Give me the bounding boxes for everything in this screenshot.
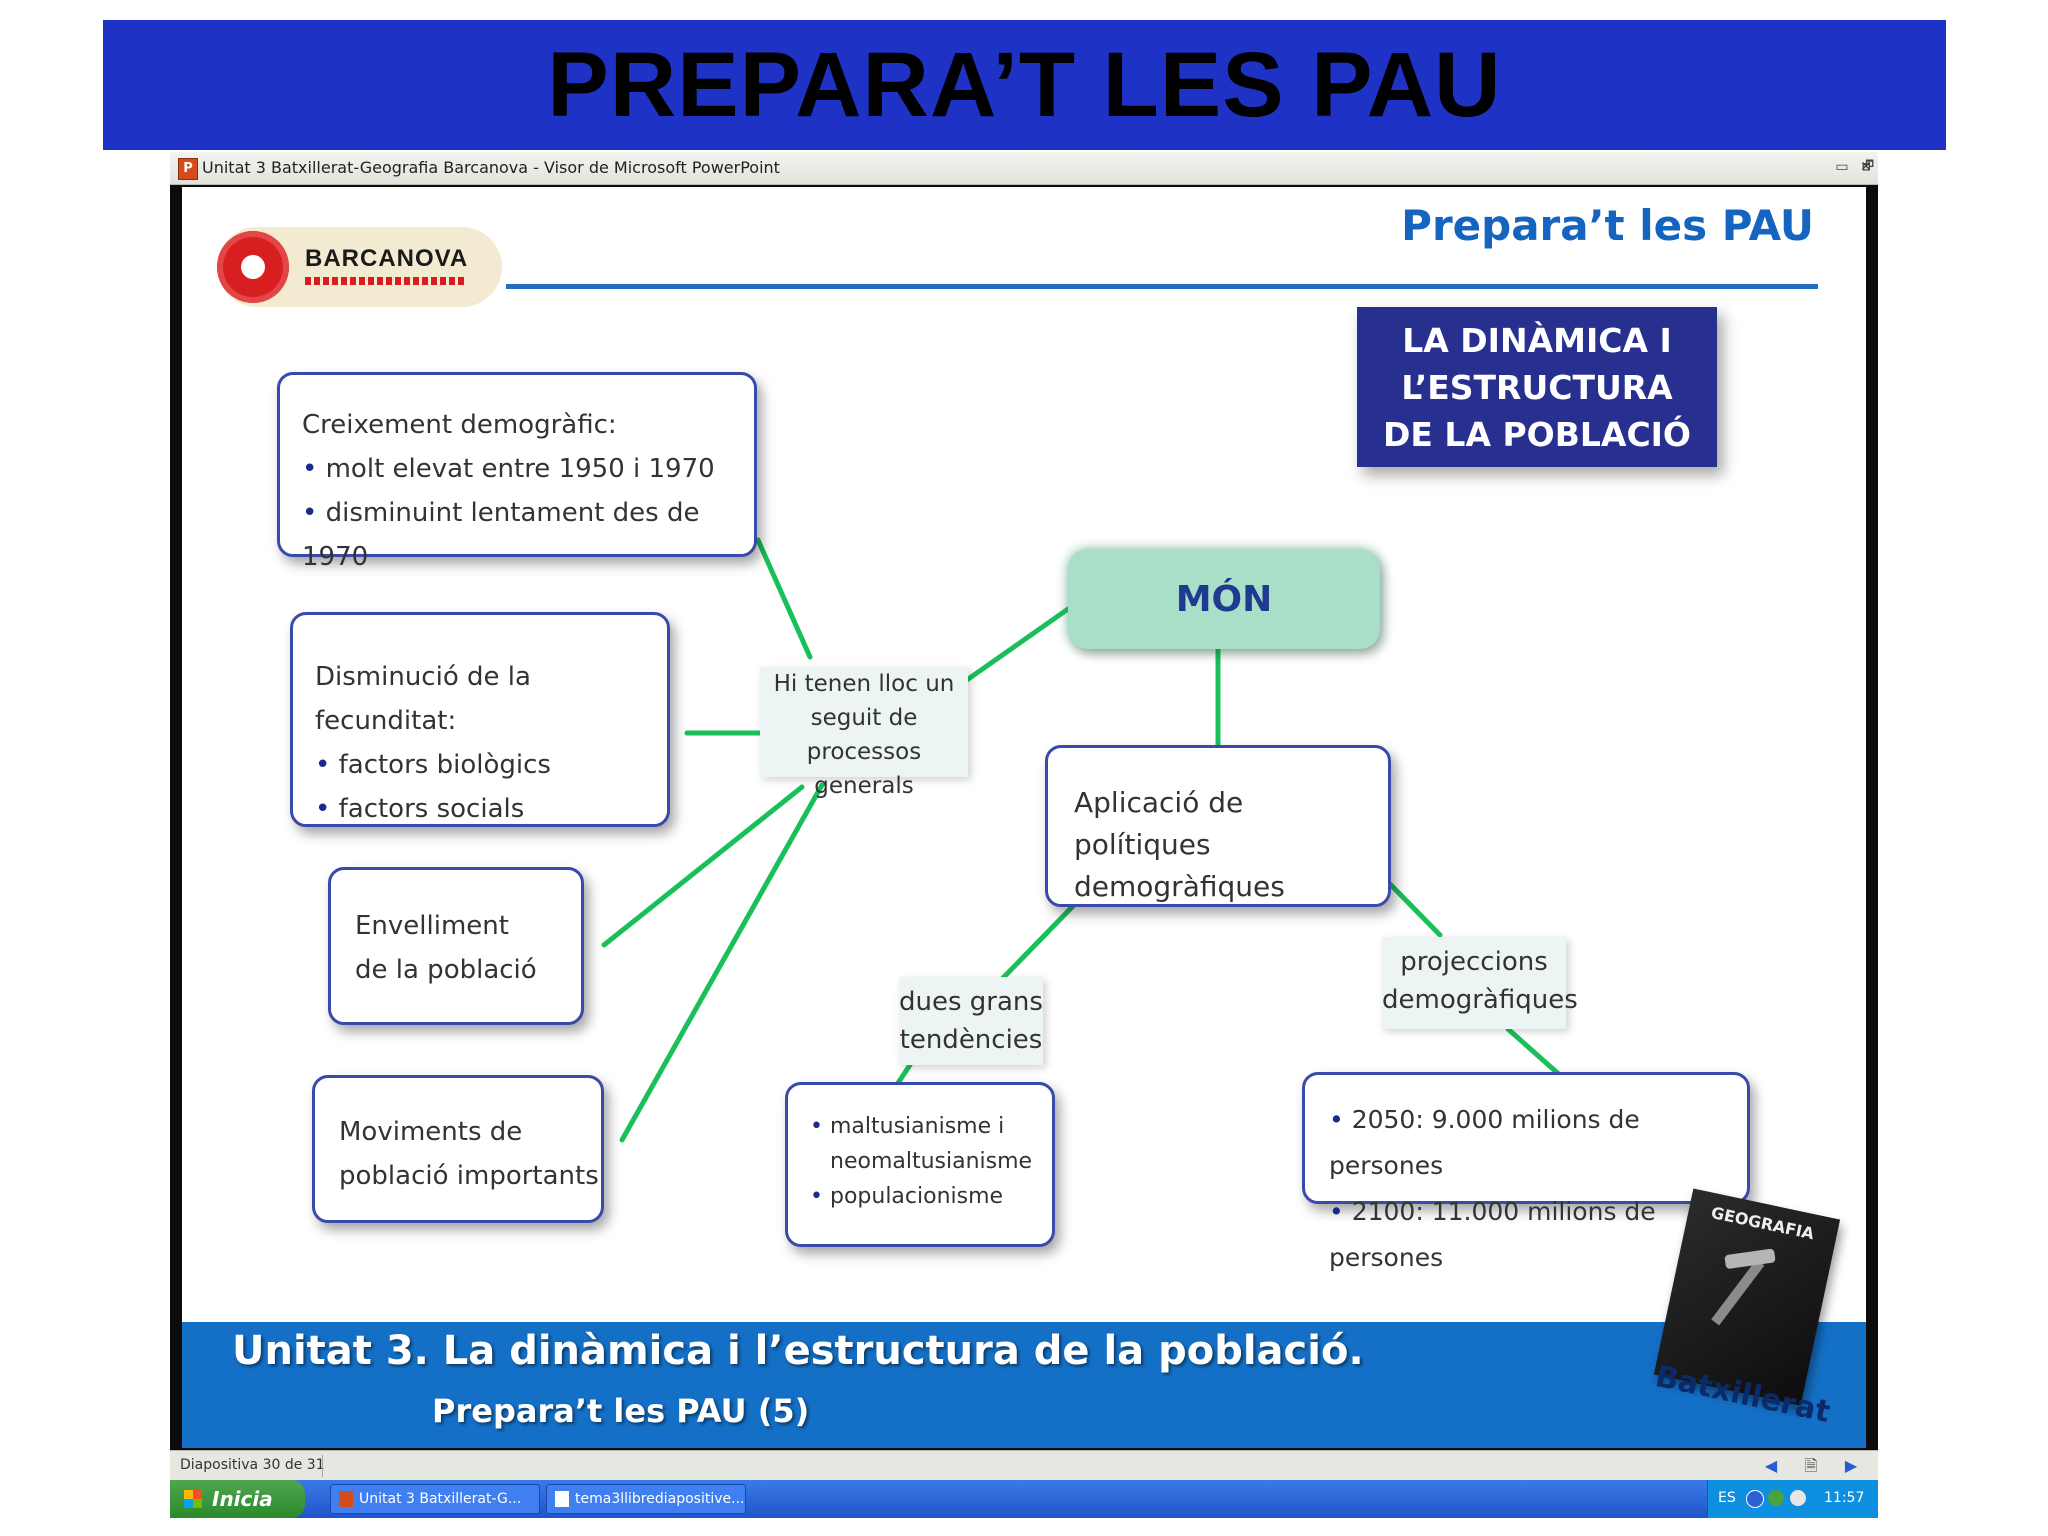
migration-line-2: població importants	[339, 1161, 599, 1191]
back-icon[interactable]	[1746, 1490, 1764, 1508]
topic-box: LA DINÀMICA I L’ESTRUCTURA DE LA POBLACI…	[1357, 307, 1717, 467]
slide-viewer: BARCANOVA Prepara’t les PAU LA DINÀMICA …	[170, 185, 1878, 1450]
taskbar-item-document[interactable]: tema3llibrediapositive...	[546, 1484, 746, 1514]
connector-trends-box	[895, 1062, 913, 1086]
notes-button[interactable]: 🗎	[1804, 1456, 1818, 1475]
powerpoint-task-icon	[339, 1491, 353, 1507]
viewer-statusbar: Diapositiva 30 de 31 ◀ 🗎 ▶	[170, 1450, 1878, 1481]
connector-projections-box	[1505, 1026, 1565, 1080]
projections-line-2: demogràfiques	[1382, 985, 1578, 1015]
migration-box: Moviments de població importants	[312, 1075, 604, 1223]
policies-box: Aplicació de polítiques demogràfiques	[1045, 745, 1391, 907]
growth-title: Creixement demogràfic:	[302, 410, 617, 440]
slide-footer: Unitat 3. La dinàmica i l’estructura de …	[182, 1322, 1866, 1448]
connector-hub-mon	[961, 606, 1071, 685]
security-icon[interactable]	[1790, 1490, 1806, 1506]
projections-label: projeccions demogràfiques	[1382, 937, 1578, 1029]
restore-button[interactable]: 🗗	[1861, 159, 1875, 174]
page-banner: PREPARA’T LES PAU	[103, 20, 1946, 150]
trends-line-1: dues grans	[899, 987, 1043, 1017]
connector-policies-projections	[1387, 881, 1443, 938]
connector-ageing-hub	[601, 784, 805, 948]
migration-line-1: Moviments de	[339, 1117, 523, 1147]
windows-logo-icon	[184, 1490, 202, 1508]
growth-bullet-1: molt elevat entre 1950 i 1970	[302, 447, 754, 491]
start-button[interactable]: Inicia	[170, 1480, 305, 1518]
banner-title: PREPARA’T LES PAU	[547, 33, 1502, 136]
hub-line-2: seguit de processos	[806, 705, 922, 765]
footer-subtitle: Prepara’t les PAU (5)	[432, 1392, 810, 1430]
taskbar-item-label: Unitat 3 Batxillerat-G...	[359, 1491, 522, 1507]
projection-2100: 2100: 11.000 milions de persones	[1329, 1189, 1747, 1281]
start-label: Inicia	[212, 1487, 273, 1511]
connector-growth-hub	[755, 537, 813, 660]
document-task-icon	[555, 1491, 569, 1507]
header-divider	[506, 284, 1818, 289]
logo-publisher: BARCANOVA	[305, 245, 469, 272]
growth-bullet-2: disminuint lentament des de 1970	[302, 491, 754, 579]
minimize-button[interactable]: ▭	[1835, 159, 1849, 175]
cercle-pedagogic-seal-icon	[217, 231, 289, 303]
connector-migration-hub	[619, 782, 825, 1143]
taskbar-item-label: tema3llibrediapositive...	[575, 1491, 745, 1507]
powerpoint-icon: P	[178, 158, 198, 180]
trends-bullet-2: populacionisme	[810, 1179, 1052, 1215]
slide-header: Prepara’t les PAU	[1401, 201, 1814, 250]
trends-box: maltusianisme i neomaltusianisme populac…	[785, 1082, 1055, 1247]
windows-taskbar: Inicia Unitat 3 Batxillerat-G... tema3ll…	[170, 1480, 1878, 1518]
policies-line-1: Aplicació de polítiques	[1074, 786, 1244, 861]
barcanova-logo: BARCANOVA	[217, 227, 502, 307]
hub-line-3: generals	[814, 773, 914, 799]
ageing-line-2: de la població	[355, 955, 537, 985]
slide-counter: Diapositiva 30 de 31	[180, 1457, 325, 1473]
close-button[interactable]: ✕	[1860, 159, 1872, 175]
fertility-title: Disminució de la fecunditat:	[315, 662, 531, 736]
mon-node: MÓN	[1068, 549, 1380, 649]
connector-lines	[601, 537, 1565, 1143]
connector-policies-trends	[999, 902, 1077, 982]
trends-bullet-1-cont: neomaltusianisme	[830, 1149, 1033, 1174]
footer-title: Unitat 3. La dinàmica i l’estructura de …	[232, 1328, 1364, 1374]
projection-2050: 2050: 9.000 milions de persones	[1329, 1097, 1747, 1189]
slide: BARCANOVA Prepara’t les PAU LA DINÀMICA …	[182, 187, 1866, 1448]
ageing-line-1: Envelliment	[355, 911, 509, 941]
hub-line-1: Hi tenen lloc un	[773, 671, 955, 697]
previous-slide-button[interactable]: ◀	[1764, 1456, 1778, 1475]
processes-hub: Hi tenen lloc un seguit de processos gen…	[760, 667, 968, 799]
projections-line-1: projeccions	[1400, 947, 1548, 977]
trends-label: dues grans tendències	[899, 977, 1043, 1065]
next-slide-button[interactable]: ▶	[1844, 1456, 1858, 1475]
window-title: Unitat 3 Batxillerat-Geografia Barcanova…	[202, 158, 780, 177]
hammer-handle-icon	[1711, 1259, 1765, 1326]
topic-title: LA DINÀMICA I L’ESTRUCTURA DE LA POBLACI…	[1383, 320, 1691, 454]
fertility-box: Disminució de la fecunditat: factors bio…	[290, 612, 670, 827]
projections-box: 2050: 9.000 milions de persones 2100: 11…	[1302, 1072, 1750, 1272]
ageing-box: Envelliment de la població	[328, 867, 584, 1025]
network-icon[interactable]	[1768, 1490, 1784, 1506]
system-tray: ES 11:57	[1707, 1480, 1878, 1518]
trends-bullet-1: maltusianisme i	[810, 1109, 1052, 1145]
taskbar-item-powerpoint[interactable]: Unitat 3 Batxillerat-G...	[330, 1484, 540, 1514]
policies-line-2: demogràfiques	[1074, 870, 1285, 903]
growth-box: Creixement demogràfic: molt elevat entre…	[277, 372, 757, 572]
statusbar-divider	[322, 1455, 323, 1477]
trends-line-2: tendències	[899, 1025, 1043, 1055]
language-indicator[interactable]: ES	[1718, 1490, 1736, 1506]
logo-wave	[305, 277, 465, 285]
fertility-bullet-2: factors socials	[315, 787, 667, 831]
fertility-bullet-1: factors biològics	[315, 743, 667, 787]
window-titlebar[interactable]: P Unitat 3 Batxillerat-Geografia Barcano…	[170, 152, 1878, 185]
clock: 11:57	[1824, 1490, 1865, 1506]
